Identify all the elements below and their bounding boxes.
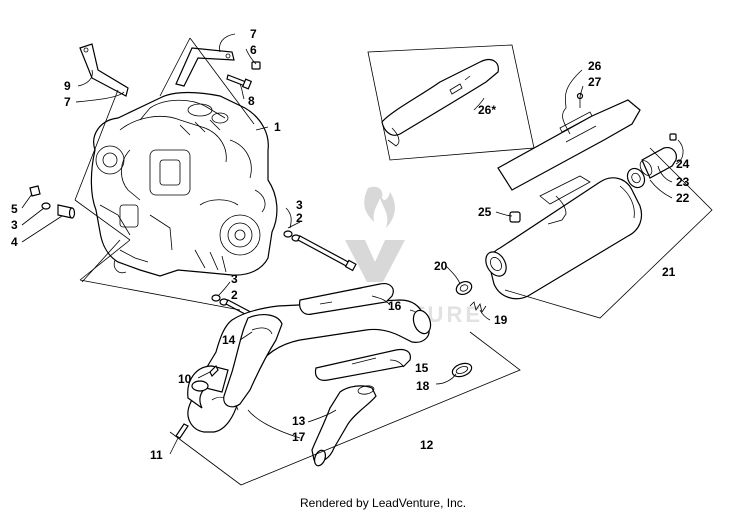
- callout-24: 24: [676, 157, 690, 171]
- callout-6: 6: [250, 43, 257, 57]
- muffler: [485, 175, 643, 300]
- nut-6: [251, 61, 261, 70]
- callout-11: 11: [150, 448, 163, 462]
- heat-shield-inset: [367, 44, 535, 161]
- spring-19: [469, 301, 487, 313]
- callout-25: 25: [478, 205, 492, 219]
- callout-8: 8: [248, 94, 255, 108]
- front-elbow-pipe: [187, 365, 229, 409]
- callout-16: 16: [388, 299, 402, 313]
- gasket-20: [455, 280, 473, 296]
- callout-2-right: 2: [296, 211, 303, 225]
- callout-26-star: 26*: [478, 103, 496, 117]
- callout-3-left: 3: [11, 218, 18, 232]
- callout-21: 21: [662, 265, 676, 279]
- callout-3-lower: 3: [231, 272, 238, 286]
- callout-14: 14: [222, 333, 236, 347]
- callout-13: 13: [292, 414, 306, 428]
- callout-7-top: 7: [250, 27, 257, 41]
- callout-9: 9: [64, 79, 71, 93]
- callout-7-left: 7: [64, 95, 71, 109]
- callout-1: 1: [274, 120, 281, 134]
- callout-23: 23: [676, 175, 690, 189]
- front-pipe-13: [311, 385, 377, 467]
- callout-15: 15: [415, 361, 429, 375]
- heat-shield-14: [223, 314, 283, 408]
- callout-5: 5: [11, 202, 18, 216]
- callout-3-right: 3: [296, 198, 303, 212]
- stud-10: [209, 364, 219, 378]
- left-mount-hardware: [29, 185, 76, 219]
- callout-19: 19: [494, 313, 508, 327]
- muffler-heat-shield: [497, 92, 641, 191]
- clamp-18: [451, 362, 473, 378]
- heat-shield-16: [299, 283, 394, 315]
- callout-20: 20: [434, 259, 448, 273]
- mounting-bracket-left: [79, 43, 129, 97]
- callout-26: 26: [588, 59, 602, 73]
- callout-12: 12: [420, 438, 434, 452]
- callout-4: 4: [11, 235, 18, 249]
- callout-18: 18: [416, 379, 430, 393]
- engine-assembly: [90, 91, 278, 277]
- callout-10: 10: [178, 372, 192, 386]
- callout-22: 22: [676, 191, 690, 205]
- mounting-bracket-right: [175, 47, 235, 87]
- heat-shield-15: [314, 348, 411, 381]
- callout-labels: 1 2 2 3 3 3 4 5 6 7 7 8 9 10 11 12 13 14…: [11, 27, 690, 462]
- long-bolt-right: [283, 230, 357, 272]
- rendered-by-footer: Rendered by LeadVenture, Inc.: [300, 496, 466, 510]
- group-lines: [74, 37, 713, 486]
- callout-27: 27: [588, 75, 602, 89]
- callout-2-lower: 2: [231, 288, 238, 302]
- spark-arrestor: [626, 133, 677, 189]
- bolt-11: [175, 423, 189, 439]
- callout-17: 17: [292, 430, 306, 444]
- leader-lines: [21, 33, 684, 455]
- bushing-25: [509, 211, 521, 223]
- bolt-8: [226, 74, 253, 90]
